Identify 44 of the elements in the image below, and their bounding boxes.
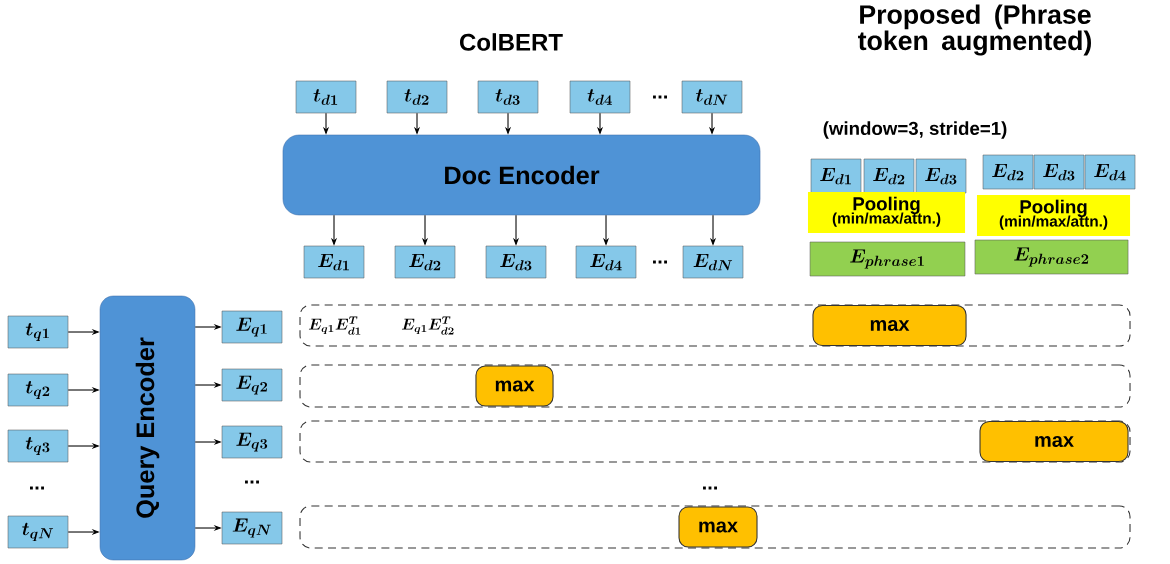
pooling-box: Pooling (min/max/attn.) — [977, 194, 1131, 237]
max-box: max — [475, 365, 554, 407]
token-box: $E_{d2}$ — [394, 245, 456, 279]
encoder-box: Query Encoder — [99, 295, 196, 561]
token-box: $E_{q3}$ — [221, 425, 283, 459]
token-box: $E_{d3}$ — [1033, 154, 1085, 190]
token-box: $E_{q1}$ — [221, 310, 283, 344]
token-box: $t_{d1}$ — [295, 80, 357, 114]
token-box: $t_{d3}$ — [477, 80, 539, 114]
token-box: $t_{dN}$ — [681, 80, 743, 114]
token-box: $t_{q2}$ — [7, 373, 69, 407]
max-box: max — [678, 506, 758, 548]
token-box: $E_{q2}$ — [221, 368, 283, 402]
ellipsis: ... — [653, 260, 667, 264]
token-box: $t_{d4}$ — [569, 80, 631, 114]
ellipsis: ... — [245, 480, 259, 484]
token-box: $t_{d2}$ — [386, 80, 448, 114]
dashed-row-box — [299, 505, 1131, 549]
token-box: $E_{d2}$ — [863, 158, 915, 194]
token-box: $E_{qN}$ — [221, 511, 283, 545]
token-box: $E_{d3}$ — [915, 158, 967, 194]
ellipsis: ... — [653, 95, 667, 99]
token-box: $E_{d1}$ — [303, 245, 365, 279]
phrase-embedding-box: $E_{phrase2}$ — [974, 239, 1129, 275]
token-box: $t_{q3}$ — [7, 429, 69, 463]
dashed-row-box — [299, 364, 1131, 408]
token-box: $E_{d2}$ — [982, 154, 1034, 190]
token-box: $t_{qN}$ — [7, 515, 69, 549]
pooling-box: Pooling (min/max/attn.) — [808, 191, 966, 234]
token-box: $E_{d1}$ — [810, 158, 862, 194]
encoder-box: Doc Encoder — [282, 134, 761, 216]
token-box: $E_{dN}$ — [682, 245, 744, 279]
token-box: $E_{d4}$ — [1084, 154, 1136, 190]
heading: ColBERT — [460, 33, 563, 51]
dashed-row-box — [299, 420, 1131, 463]
token-box: $E_{d4}$ — [575, 245, 637, 279]
max-box: max — [812, 304, 967, 347]
phrase-embedding-box: $E_{phrase1}$ — [809, 241, 966, 277]
token-box: $E_{d3}$ — [485, 245, 547, 279]
token-box: $t_{q1}$ — [7, 315, 69, 349]
note: (window=3, stride=1) — [823, 121, 1007, 139]
max-box: max — [979, 420, 1129, 463]
heading: Proposed (Phrase token augmented) — [858, 4, 1091, 56]
ellipsis: ... — [30, 486, 44, 490]
